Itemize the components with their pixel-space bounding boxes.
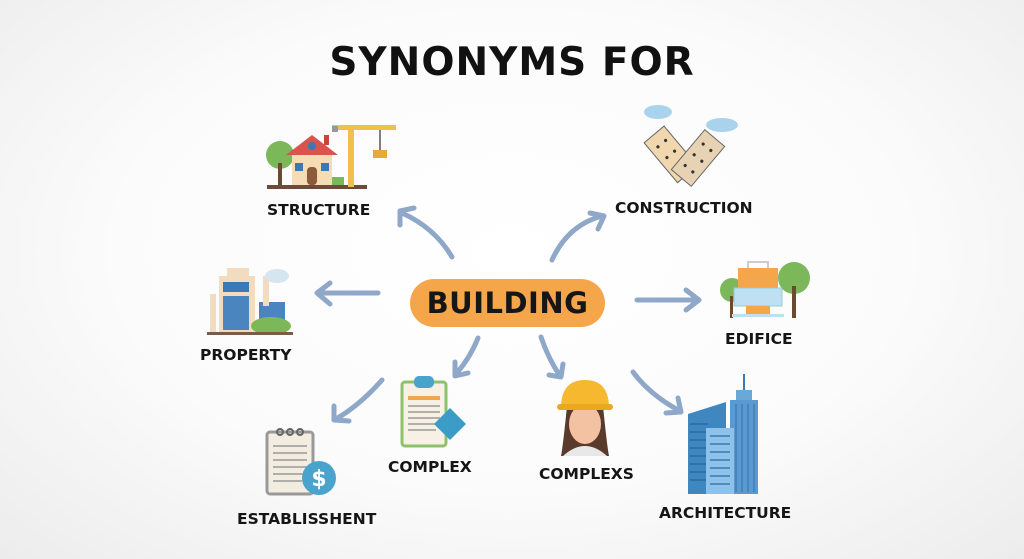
synonym-label-edifice: EDIFICE (725, 330, 793, 348)
synonym-label-establishment: ESTABLISSHENT (237, 510, 377, 528)
synonym-label-complexs: COMPLEXS (539, 465, 634, 483)
house-crane-icon (262, 115, 402, 197)
worker-hardhat-icon (553, 376, 618, 465)
clipboard-diamond-icon (398, 372, 473, 454)
synonym-label-construction: CONSTRUCTION (615, 199, 753, 217)
synonym-label-property: PROPERTY (200, 346, 292, 364)
synonym-label-architecture: ARCHITECTURE (659, 504, 792, 522)
center-label: BUILDING (426, 286, 589, 320)
city-buildings-icon (205, 262, 295, 341)
building-trees-icon (718, 258, 813, 327)
notepad-dollar-icon: $ (264, 424, 344, 503)
page-title: SYNONYMS FOR (329, 40, 695, 85)
skyscrapers-icon (686, 372, 766, 501)
synonym-label-structure: STRUCTURE (267, 201, 371, 219)
svg-text:$: $ (311, 467, 326, 492)
bricks-clouds-icon (630, 100, 750, 194)
center-node: BUILDING (410, 279, 605, 327)
synonym-label-complex: COMPLEX (388, 458, 472, 476)
